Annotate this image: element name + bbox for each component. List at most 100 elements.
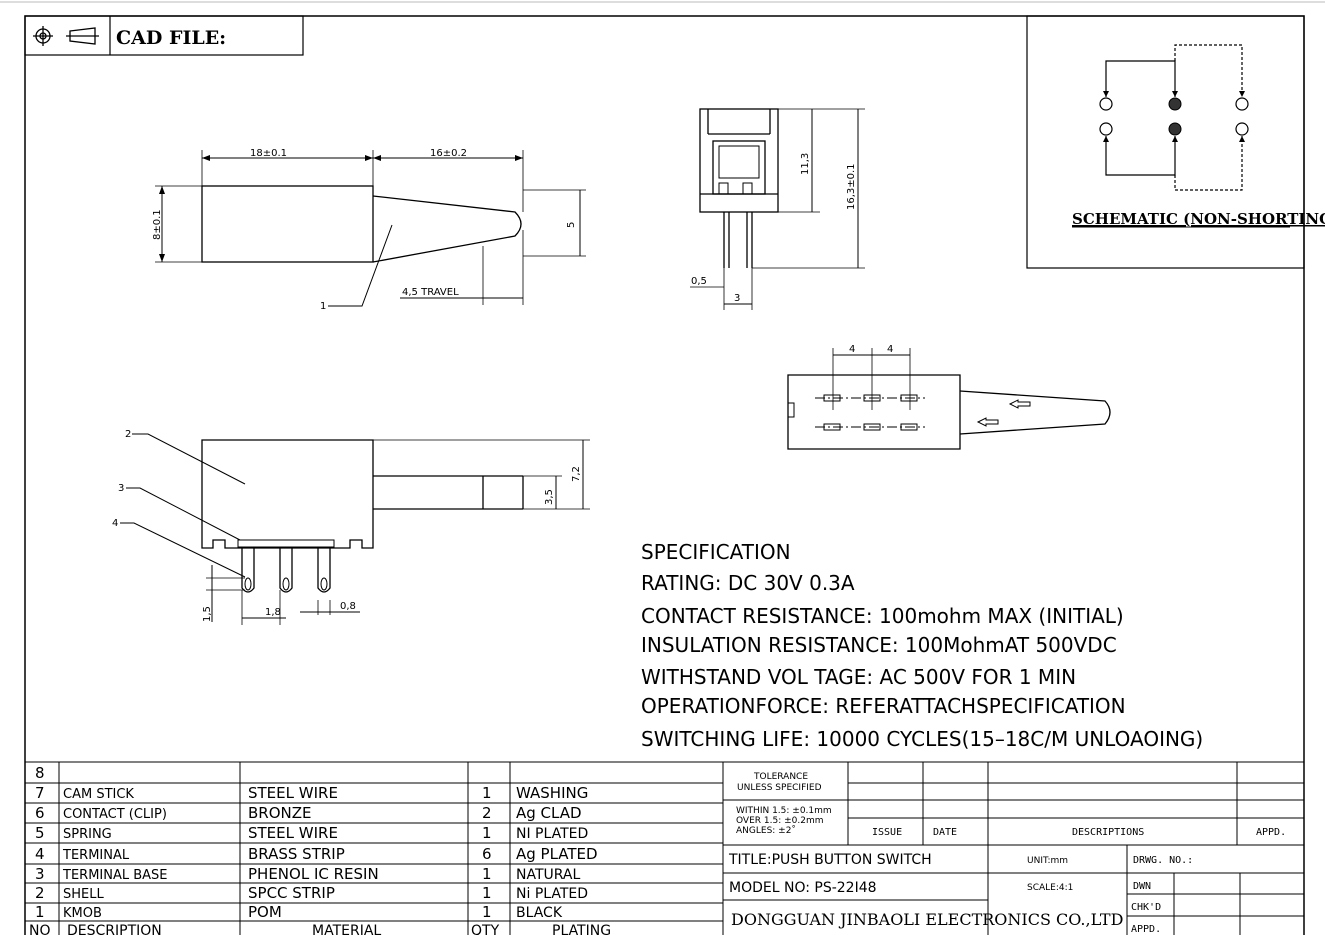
drawing-number-label: DRWG. NO.: (1133, 855, 1193, 866)
model-number: MODEL NO: PS-22I48 (729, 880, 877, 896)
bom-header-plating: PLATING (552, 923, 611, 935)
spec-line: SWITCHING LIFE: 10000 CYCLES(15–18C/M UN… (641, 727, 1203, 751)
bom-no: 7 (35, 784, 45, 802)
tolerance-within: WITHIN 1.5: ±0.1mm (736, 806, 832, 816)
bom-qty: 1 (482, 824, 492, 842)
bom-material: BRONZE (248, 804, 312, 822)
bom-table: 8 7 CAM STICK STEEL WIRE 1 WASHING 6 CON… (25, 761, 1304, 935)
bottom-view-drawing (787, 348, 1111, 450)
bom-no: 1 (35, 903, 45, 921)
bom-material: SPCC STRIP (248, 884, 335, 902)
tolerance-over: OVER 1.5: ±0.2mm (736, 816, 823, 826)
bom-no: 5 (35, 824, 45, 842)
appd-label: APPD. (1256, 827, 1286, 838)
tolerance-sub: UNLESS SPECIFIED (737, 783, 822, 793)
schematic-title: SCHEMATIC (NON-SHORTING) (1072, 210, 1325, 228)
bom-header-desc: DESCRIPTION (67, 923, 162, 935)
bom-material: BRASS STRIP (248, 845, 345, 863)
bom-plating: Ag PLATED (516, 845, 598, 863)
dim-0-5: 0,5 (691, 276, 707, 287)
dim-4-right: 4 (887, 344, 893, 355)
bom-no: 8 (35, 764, 45, 782)
bom-header-qty: QTY (471, 923, 500, 935)
projection-symbol-icon (33, 26, 99, 46)
dwn-label: DWN (1133, 881, 1151, 892)
bom-qty: 1 (482, 884, 492, 902)
bom-header-no: NO (29, 923, 51, 935)
schematic-box: SCHEMATIC (NON-SHORTING) (1026, 15, 1325, 269)
callout-4: 4 (112, 518, 118, 529)
spec-line: OPERATIONFORCE: REFERATTACHSPECIFICATION (641, 694, 1126, 718)
bom-plating: Ni PLATED (516, 886, 588, 902)
bom-desc: SHELL (63, 887, 104, 902)
bom-qty: 6 (482, 845, 492, 863)
bom-material: STEEL WIRE (248, 824, 338, 842)
side-view-drawing (120, 433, 590, 625)
dim-5: 5 (566, 222, 577, 228)
bom-desc: SPRING (63, 827, 112, 842)
tolerance-angles: ANGLES: ±2˚ (736, 825, 796, 836)
company-name: DONGGUAN JINBAOLI ELECTRONICS CO.,LTD (731, 910, 1123, 929)
bom-material: POM (248, 903, 282, 921)
callout-3: 3 (118, 483, 124, 494)
bom-plating: NATURAL (516, 867, 580, 883)
spec-line: INSULATION RESISTANCE: 100MohmAT 500VDC (641, 633, 1117, 657)
top-view-drawing (155, 150, 586, 307)
dim-0-8: 0,8 (340, 601, 356, 612)
descriptions-label: DESCRIPTIONS (1072, 827, 1144, 838)
bom-desc: CONTACT (CLIP) (63, 807, 167, 822)
dim-4-left: 4 (849, 344, 855, 355)
bom-plating: BLACK (516, 905, 563, 921)
dim-travel: 4,5 TRAVEL (402, 287, 459, 298)
bom-no: 6 (35, 804, 45, 822)
unit-label: UNIT:mm (1027, 856, 1068, 866)
issue-label: ISSUE (872, 827, 902, 838)
dim-3: 3 (734, 293, 740, 304)
chkd-label: CHK'D (1131, 902, 1161, 913)
scale-label: SCALE:4:1 (1027, 883, 1073, 893)
bom-rows: 8 7 CAM STICK STEEL WIRE 1 WASHING 6 CON… (29, 764, 611, 935)
specification-block: SPECIFICATION RATING: DC 30V 0.3A CONTAC… (641, 540, 1203, 751)
dim-16: 16±0.2 (430, 148, 467, 159)
spec-line: SPECIFICATION (641, 540, 791, 564)
date-label: DATE (933, 827, 957, 838)
tolerance-label: TOLERANCE (753, 772, 808, 782)
bom-qty: 2 (482, 804, 492, 822)
dim-3-5: 3,5 (544, 489, 555, 505)
cad-file-header: CAD FILE: (24, 15, 304, 56)
dim-1-8: 1,8 (265, 607, 281, 618)
cad-file-label: CAD FILE: (116, 27, 226, 49)
bom-desc: KMOB (63, 906, 102, 921)
bom-plating: WASHING (516, 784, 588, 802)
bom-qty: 1 (482, 903, 492, 921)
drawing-title: TITLE:PUSH BUTTON SWITCH (728, 852, 932, 868)
spec-line: WITHSTAND VOL TAGE: AC 500V FOR 1 MIN (641, 665, 1076, 689)
dim-1-5: 1,5 (202, 606, 213, 622)
bom-material: STEEL WIRE (248, 784, 338, 802)
bom-desc: CAM STICK (63, 787, 134, 802)
bom-qty: 1 (482, 865, 492, 883)
bom-desc: TERMINAL BASE (62, 868, 168, 883)
end-view-drawing (690, 108, 865, 310)
sheet-border (24, 15, 1305, 935)
spec-line: CONTACT RESISTANCE: 100mohm MAX (INITIAL… (641, 604, 1124, 628)
spec-line: RATING: DC 30V 0.3A (641, 571, 855, 595)
bom-no: 2 (35, 884, 45, 902)
dim-11-3: 11,3 (800, 153, 811, 175)
bom-desc: TERMINAL (62, 848, 130, 863)
dim-16-3: 16,3±0.1 (846, 163, 857, 210)
dim-7-2: 7,2 (571, 466, 582, 482)
title-block: TOLERANCE UNLESS SPECIFIED WITHIN 1.5: ±… (723, 762, 1304, 935)
dim-8: 8±0.1 (152, 209, 163, 240)
bom-plating: NI PLATED (516, 826, 588, 842)
bom-no: 4 (35, 845, 45, 863)
dim-18: 18±0.1 (250, 148, 287, 159)
bom-plating: Ag CLAD (516, 804, 582, 822)
appd-signoff-label: APPD. (1131, 924, 1161, 935)
bom-qty: 1 (482, 784, 492, 802)
bom-material: PHENOL IC RESIN (248, 865, 379, 883)
callout-2: 2 (125, 429, 131, 440)
bom-header-material: MATERIAL (312, 923, 381, 935)
bom-no: 3 (35, 865, 45, 883)
